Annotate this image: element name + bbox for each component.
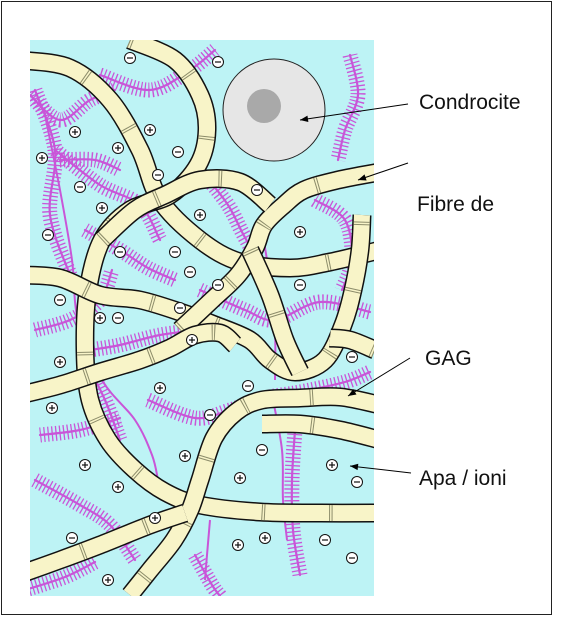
positive-ion [54, 356, 66, 368]
gag-core [58, 158, 122, 172]
gag-core [53, 148, 162, 242]
positive-ion [112, 142, 124, 154]
label-chondrocyte: Condrocite [419, 91, 521, 114]
positive-ion [96, 202, 108, 214]
ion-layer [36, 52, 363, 586]
positive-ion [112, 481, 124, 493]
gag-core [30, 560, 97, 590]
positive-ion [294, 226, 306, 238]
collagen-fibre [329, 328, 374, 359]
positive-ion [94, 312, 106, 324]
negative-ion [212, 279, 224, 291]
positive-ion [102, 574, 114, 586]
label-gag: GAG [425, 347, 472, 370]
leader-lines [299, 103, 412, 474]
leader-line [349, 463, 412, 474]
label-fibres: Fibre de [417, 193, 495, 216]
collagen-fibre [75, 40, 374, 523]
negative-ion [319, 534, 331, 546]
gag-core [193, 553, 222, 596]
negative-ion [184, 266, 196, 278]
negative-ion [54, 294, 66, 306]
negative-ion [112, 312, 124, 324]
positive-ion [232, 539, 244, 551]
collagen-fibre [30, 51, 374, 278]
positive-ion [259, 532, 271, 544]
gag-core [336, 53, 360, 162]
negative-ion [351, 476, 363, 488]
negative-ion [212, 56, 224, 68]
collagen-fibre [30, 214, 372, 382]
negative-ion [204, 409, 216, 421]
negative-ion [256, 444, 268, 456]
collagen-fibre-layer [30, 40, 374, 596]
negative-ion [294, 279, 306, 291]
positive-ion [149, 512, 161, 524]
leader-line [299, 103, 409, 122]
negative-ion [42, 229, 54, 241]
collagen-fibre [30, 503, 189, 581]
collagen-fibre [261, 414, 374, 449]
positive-ion [186, 334, 198, 346]
positive-ion [69, 126, 81, 138]
positive-ion [326, 459, 338, 471]
negative-ion [172, 146, 184, 158]
collagen-fibre [122, 387, 374, 596]
label-water-ions: Apa / ioni [419, 467, 507, 490]
negative-ion [152, 169, 164, 181]
positive-ion [79, 459, 91, 471]
positive-ion [234, 472, 246, 484]
negative-ion [346, 351, 358, 363]
positive-ion [179, 450, 191, 462]
negative-ion [114, 246, 126, 258]
positive-ion [144, 124, 156, 136]
negative-ion [251, 184, 263, 196]
positive-ion [194, 209, 206, 221]
leader-line [347, 357, 411, 397]
collagen-fibre [30, 322, 242, 403]
gag-core [38, 416, 122, 437]
collagen-fibre [95, 169, 277, 248]
leader-line [357, 162, 409, 181]
negative-ion [169, 246, 181, 258]
negative-ion [124, 52, 136, 64]
chondrocyte-cell [222, 58, 326, 162]
positive-ion [154, 382, 166, 394]
chondrocyte-nucleus [247, 89, 281, 123]
negative-ion [66, 532, 78, 544]
negative-ion [174, 302, 186, 314]
negative-ion [346, 552, 358, 564]
negative-ion [242, 380, 254, 392]
collagen-fibre [173, 163, 374, 337]
gag-core [98, 48, 217, 92]
gag-filament [204, 519, 211, 581]
positive-ion [36, 152, 48, 164]
positive-ion [46, 402, 58, 414]
negative-ion [74, 181, 86, 193]
collagen-fibre [241, 246, 309, 377]
